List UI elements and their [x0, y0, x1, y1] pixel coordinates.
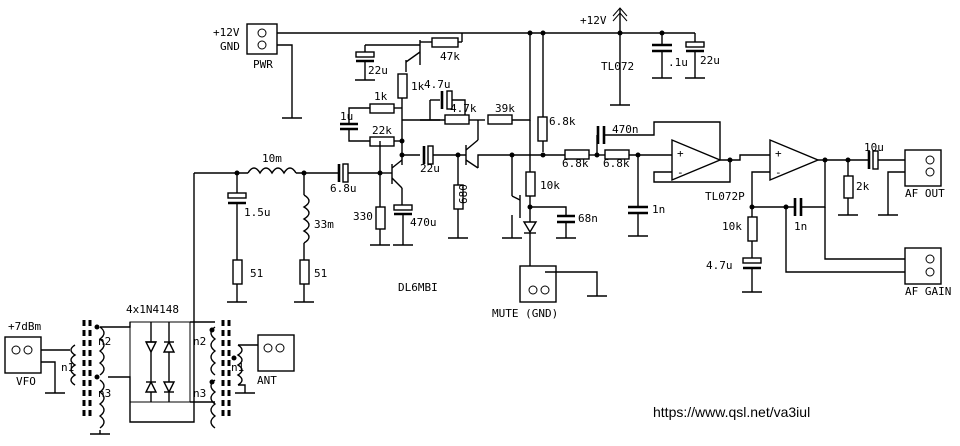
r-47k — [431, 37, 459, 48]
c-22u-r-label: 22u — [700, 54, 720, 67]
r-68k-b-label: 6.8k — [603, 157, 630, 170]
r-22k-label: 22k — [372, 124, 392, 137]
pwr-gnd-label: GND — [220, 40, 240, 53]
mixer-section: +7dBm VFO n1 n2 n3 4x1N4148 — [4, 303, 295, 435]
ind-33m-label: 33m — [314, 218, 334, 231]
c-1u-label: 1u — [340, 110, 353, 123]
c-47u-label: 4.7u — [424, 78, 451, 91]
r-51-b — [299, 259, 310, 285]
author-label: DL6MBI — [398, 281, 438, 294]
r-51-a-label: 51 — [250, 267, 263, 280]
ant-connector — [257, 334, 295, 372]
c-1n-b-label: 1n — [794, 220, 807, 233]
rail-label: +12V — [580, 14, 607, 27]
r-330 — [375, 206, 386, 230]
c-470n-label: 470n — [612, 123, 639, 136]
filter-section: 6.8k 6.8k 470n 1n + - TL072P + - — [543, 121, 951, 298]
r-10k-a-label: 10k — [540, 179, 560, 192]
ic1-label: TL072 — [601, 60, 634, 73]
r-47k-label: 47k — [440, 50, 460, 63]
diode-ring — [129, 321, 191, 403]
opamp-1-minus: - — [677, 166, 684, 179]
source-url: https://www.qsl.net/va3iul — [653, 404, 810, 420]
r-22k — [369, 136, 395, 147]
r-10k-b — [747, 216, 758, 242]
r-68k-v — [537, 116, 548, 142]
pwr-pin-2 — [257, 40, 267, 50]
opamp-1 — [671, 138, 722, 182]
r-47k-b — [444, 114, 470, 125]
af-out-connector — [904, 149, 942, 187]
vfo-connector — [4, 336, 42, 374]
r-10k-b-label: 10k — [722, 220, 742, 233]
r-330-label: 330 — [353, 210, 373, 223]
input-filter-section: 1.5u 51 33m 51 — [227, 173, 334, 303]
pwr-connector-label: PWR — [253, 58, 273, 71]
r-1k-b — [369, 103, 395, 114]
r-2k — [843, 175, 854, 199]
diodes-label: 4x1N4148 — [126, 303, 179, 316]
n3-right-label: n3 — [193, 387, 206, 400]
r-680-label: 680 — [457, 184, 470, 204]
r-39k-label: 39k — [495, 102, 515, 115]
mute-label: MUTE (GND) — [492, 307, 558, 320]
pwr-plus-label: +12V — [213, 26, 240, 39]
c-470u-label: 470u — [410, 216, 437, 229]
preamp-section: 22u 47k 1k 4.7u 1k 1u 4.7k — [193, 30, 607, 320]
opamp-2 — [769, 138, 820, 182]
r-1k-a — [397, 73, 408, 99]
opamp-2-plus: + — [775, 147, 782, 160]
vfo-label: VFO — [16, 375, 36, 388]
power-section: +12V GND PWR +12V TL072 .1u 22u — [213, 7, 720, 119]
pwr-pin-1 — [257, 28, 267, 38]
c-68u-label: 6.8u — [330, 182, 357, 195]
r-68k-a-label: 6.8k — [562, 157, 589, 170]
c-15u-label: 1.5u — [244, 206, 271, 219]
ic2-label: TL072P — [705, 190, 745, 203]
c-01u-label: .1u — [668, 56, 688, 69]
r-39k — [487, 114, 513, 125]
vfo-level-label: +7dBm — [8, 320, 41, 333]
ind-10m-label: 10m — [262, 152, 282, 165]
af-gain-connector — [904, 247, 942, 285]
c-10u-label: 10u — [864, 141, 884, 154]
n2-left-label: n2 — [98, 335, 111, 348]
opamp-1-plus: + — [677, 147, 684, 160]
r-51-b-label: 51 — [314, 267, 327, 280]
r-51-a — [232, 259, 243, 285]
ant-label: ANT — [257, 374, 277, 387]
r-10k-a — [525, 171, 536, 197]
af-gain-label: AF GAIN — [905, 285, 951, 298]
r-47k-b-label: 4.7k — [450, 102, 477, 115]
n2-right-label: n2 — [193, 335, 206, 348]
c-22u-m-label: 22u — [420, 162, 440, 175]
r-68k-v-label: 6.8k — [549, 115, 576, 128]
c-68n-label: 68n — [578, 212, 598, 225]
r-2k-label: 2k — [856, 180, 870, 193]
c-22u-top-label: 22u — [368, 64, 388, 77]
c-1n-a-label: 1n — [652, 203, 665, 216]
r-1k-b-label: 1k — [374, 90, 388, 103]
opamp-2-minus: - — [775, 166, 782, 179]
c-47u-b-label: 4.7u — [706, 259, 733, 272]
r-1k-a-label: 1k — [411, 80, 425, 93]
n1-right-label: n1 — [231, 361, 244, 374]
af-out-label: AF OUT — [905, 187, 945, 200]
